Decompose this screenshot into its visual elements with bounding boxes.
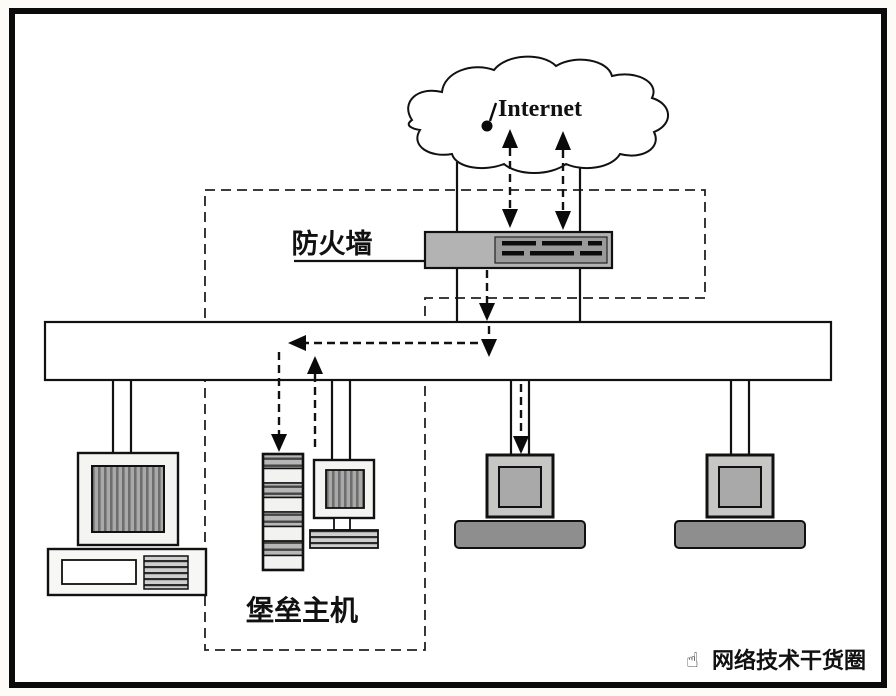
internal-host-4 [674, 453, 806, 549]
host4-screen [718, 466, 762, 508]
console-screen [325, 469, 365, 509]
traffic-arrow-firewall-to-bus [479, 270, 495, 321]
bastion-console [309, 458, 379, 549]
bastion-label: 堡垒主机 [246, 594, 358, 626]
internet-label: Internet [498, 96, 582, 122]
traffic-arrow-to-host-3 [513, 384, 529, 454]
firewall-label: 防火墙 [292, 229, 373, 259]
traffic-arrow-inside-bus [481, 326, 497, 357]
internet-cloud [407, 55, 669, 174]
watermark-text: 网络技术干货圈 [712, 648, 866, 673]
bus-drop-host-3 [509, 380, 531, 455]
host3-base [454, 520, 586, 549]
case-vents [143, 555, 189, 590]
network-bus [43, 320, 833, 382]
bus-drop-host-4 [729, 380, 751, 455]
bus-drop-bastion-console [330, 380, 352, 460]
crt-screen [91, 465, 165, 533]
workstation-left [46, 451, 208, 597]
screened-zone-boundary [204, 189, 706, 651]
internet-node-dot [481, 102, 498, 132]
firewall-panel [494, 236, 608, 264]
traffic-arrow-bastion-to-bus [307, 356, 323, 452]
traffic-arrow-internet-firewall-left [502, 129, 518, 228]
bus-drop-workstation-left [111, 380, 133, 453]
host4-base [674, 520, 806, 549]
traffic-arrow-into-bastion [271, 352, 287, 452]
watermark: ☝ 网络技术干货圈 [686, 648, 866, 673]
firewall-vents [502, 241, 602, 256]
hand-gesture-icon: ☝ [686, 649, 699, 672]
bastion-host-tower [261, 452, 305, 572]
traffic-arrow-internet-firewall-right [555, 131, 571, 230]
firewall-device [423, 230, 614, 270]
host3-screen [498, 466, 542, 508]
console-keyboard [309, 529, 379, 549]
console-stand [333, 517, 351, 531]
traffic-arrow-to-bastion-horizontal [288, 335, 478, 351]
case-slot [61, 559, 137, 585]
internal-host-3 [454, 453, 586, 549]
